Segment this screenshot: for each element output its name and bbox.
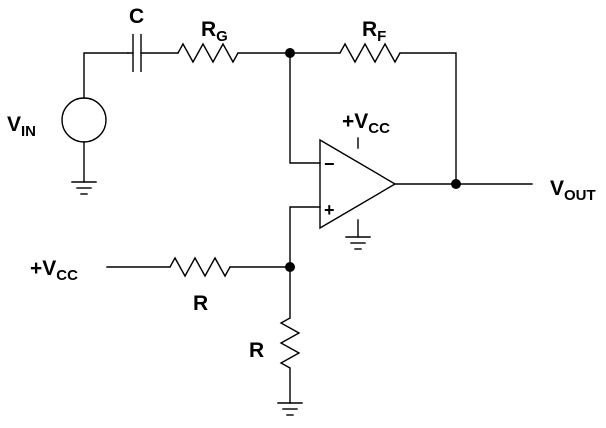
ground-symbol-opamp: [345, 236, 371, 250]
ground-symbol-source: [71, 181, 97, 195]
resistor-r-horizontal: R: [106, 256, 291, 315]
vin-source: [61, 97, 107, 143]
rf-label: RF: [362, 18, 386, 45]
r-horizontal-label: R: [193, 292, 208, 315]
capacitor-label: C: [129, 5, 144, 28]
resistor-rf: RF: [289, 18, 457, 185]
vin-label: VIN: [7, 113, 36, 140]
r-vertical-label: R: [249, 339, 264, 362]
vcc-top-label: +VCC: [342, 110, 390, 137]
wire-noninverting-input: [289, 206, 321, 268]
resistor-rg: RG: [177, 18, 291, 64]
rg-label: RG: [201, 18, 228, 45]
wire-inverting-input: [289, 52, 321, 164]
vcc-left-label: +VCC: [30, 257, 78, 284]
wire-source-top: [83, 52, 129, 99]
op-amp: − + +VCC: [319, 110, 397, 250]
opamp-minus-sign: −: [324, 154, 335, 174]
vout-label: VOUT: [550, 177, 596, 204]
junction-output: [451, 179, 461, 189]
opamp-plus-sign: +: [324, 200, 335, 220]
ground-symbol-divider: [277, 402, 303, 416]
input-source-branch: VIN: [7, 52, 129, 195]
resistor-r-vertical: R: [249, 266, 301, 404]
capacitor-c: C: [127, 5, 179, 72]
